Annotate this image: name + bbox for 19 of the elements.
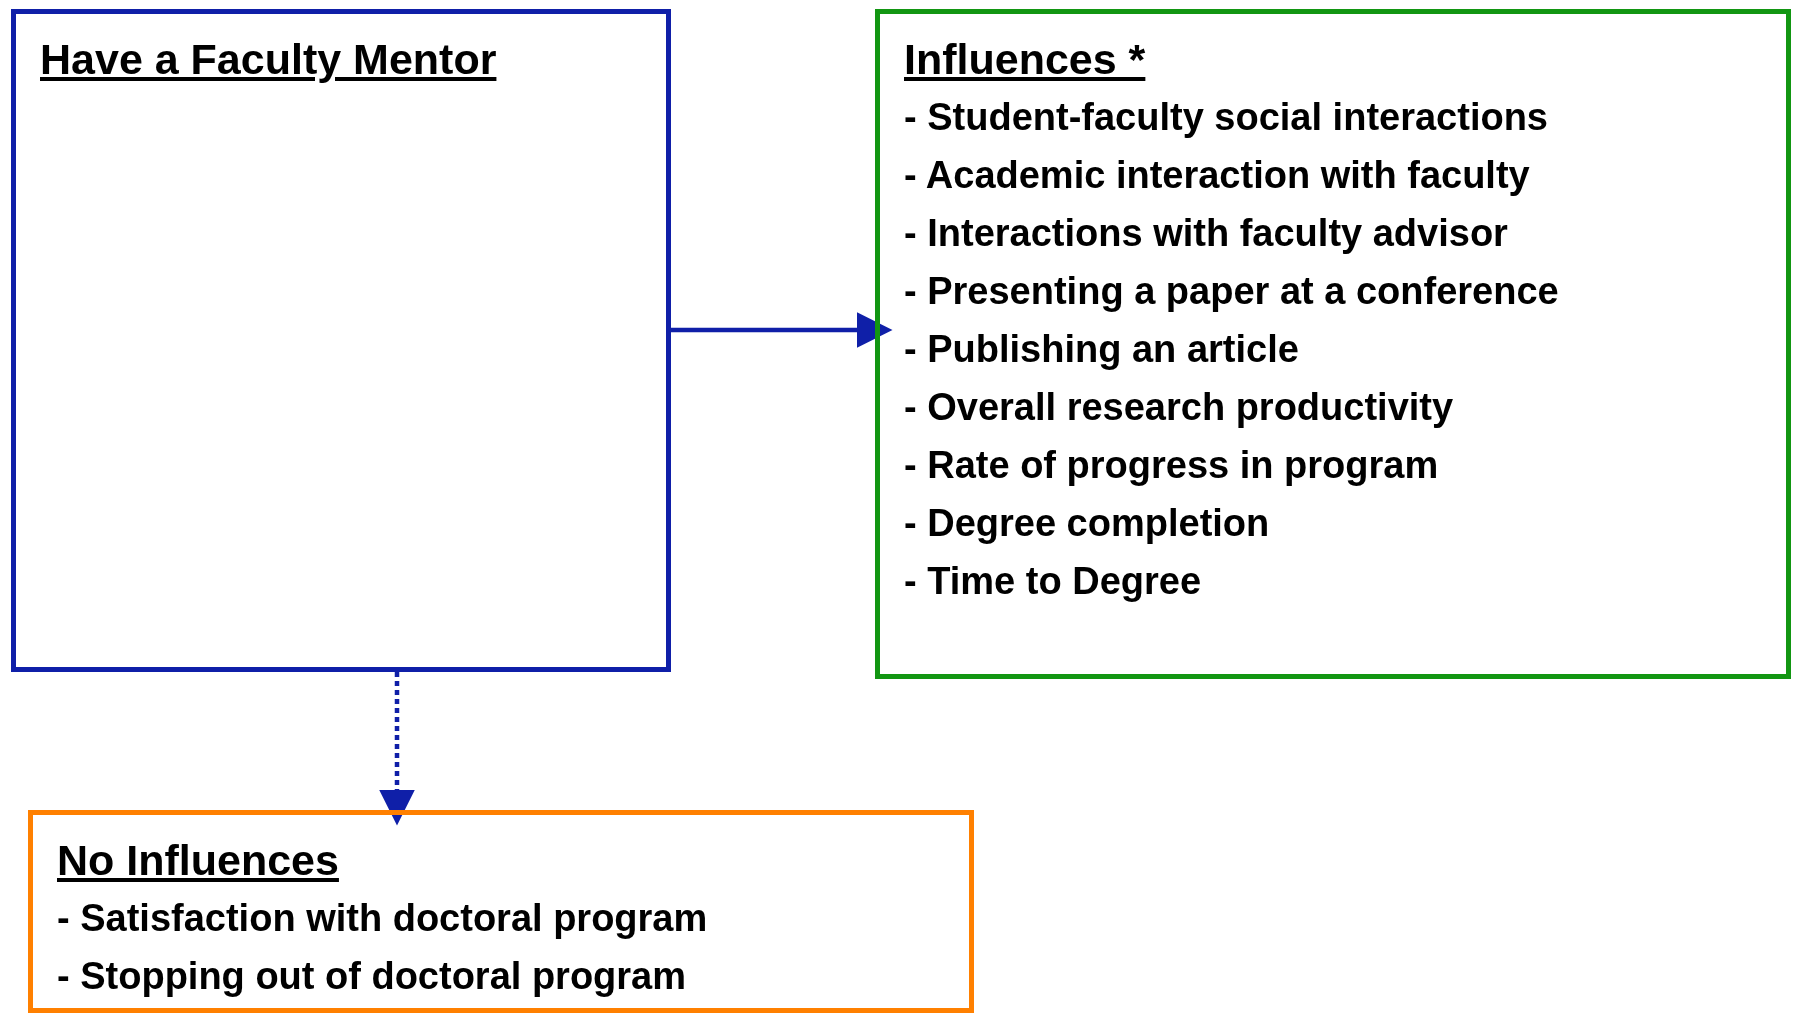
list-item: - Degree completion — [904, 501, 1270, 546]
arrow — [379, 672, 415, 826]
list-item: - Presenting a paper at a conference — [904, 269, 1559, 314]
arrow — [671, 312, 893, 348]
list-item: - Stopping out of doctoral program — [57, 954, 687, 999]
text-box — [28, 810, 974, 1013]
list-item: - Satisfaction with doctoral program — [57, 896, 708, 941]
list-item: - Academic interaction with faculty — [904, 153, 1530, 198]
text-box — [11, 9, 671, 672]
list-item: - Student-faculty social interactions — [904, 95, 1548, 140]
box-heading: Influences * — [904, 34, 1146, 85]
box-heading: No Influences — [57, 835, 339, 886]
text-box — [875, 9, 1791, 679]
list-item: - Rate of progress in program — [904, 443, 1439, 488]
list-item: - Overall research productivity — [904, 385, 1454, 430]
list-item: - Interactions with faculty advisor — [904, 211, 1508, 256]
list-item: - Publishing an article — [904, 327, 1299, 372]
list-item: - Time to Degree — [904, 559, 1202, 604]
box-heading: Have a Faculty Mentor — [40, 34, 497, 85]
